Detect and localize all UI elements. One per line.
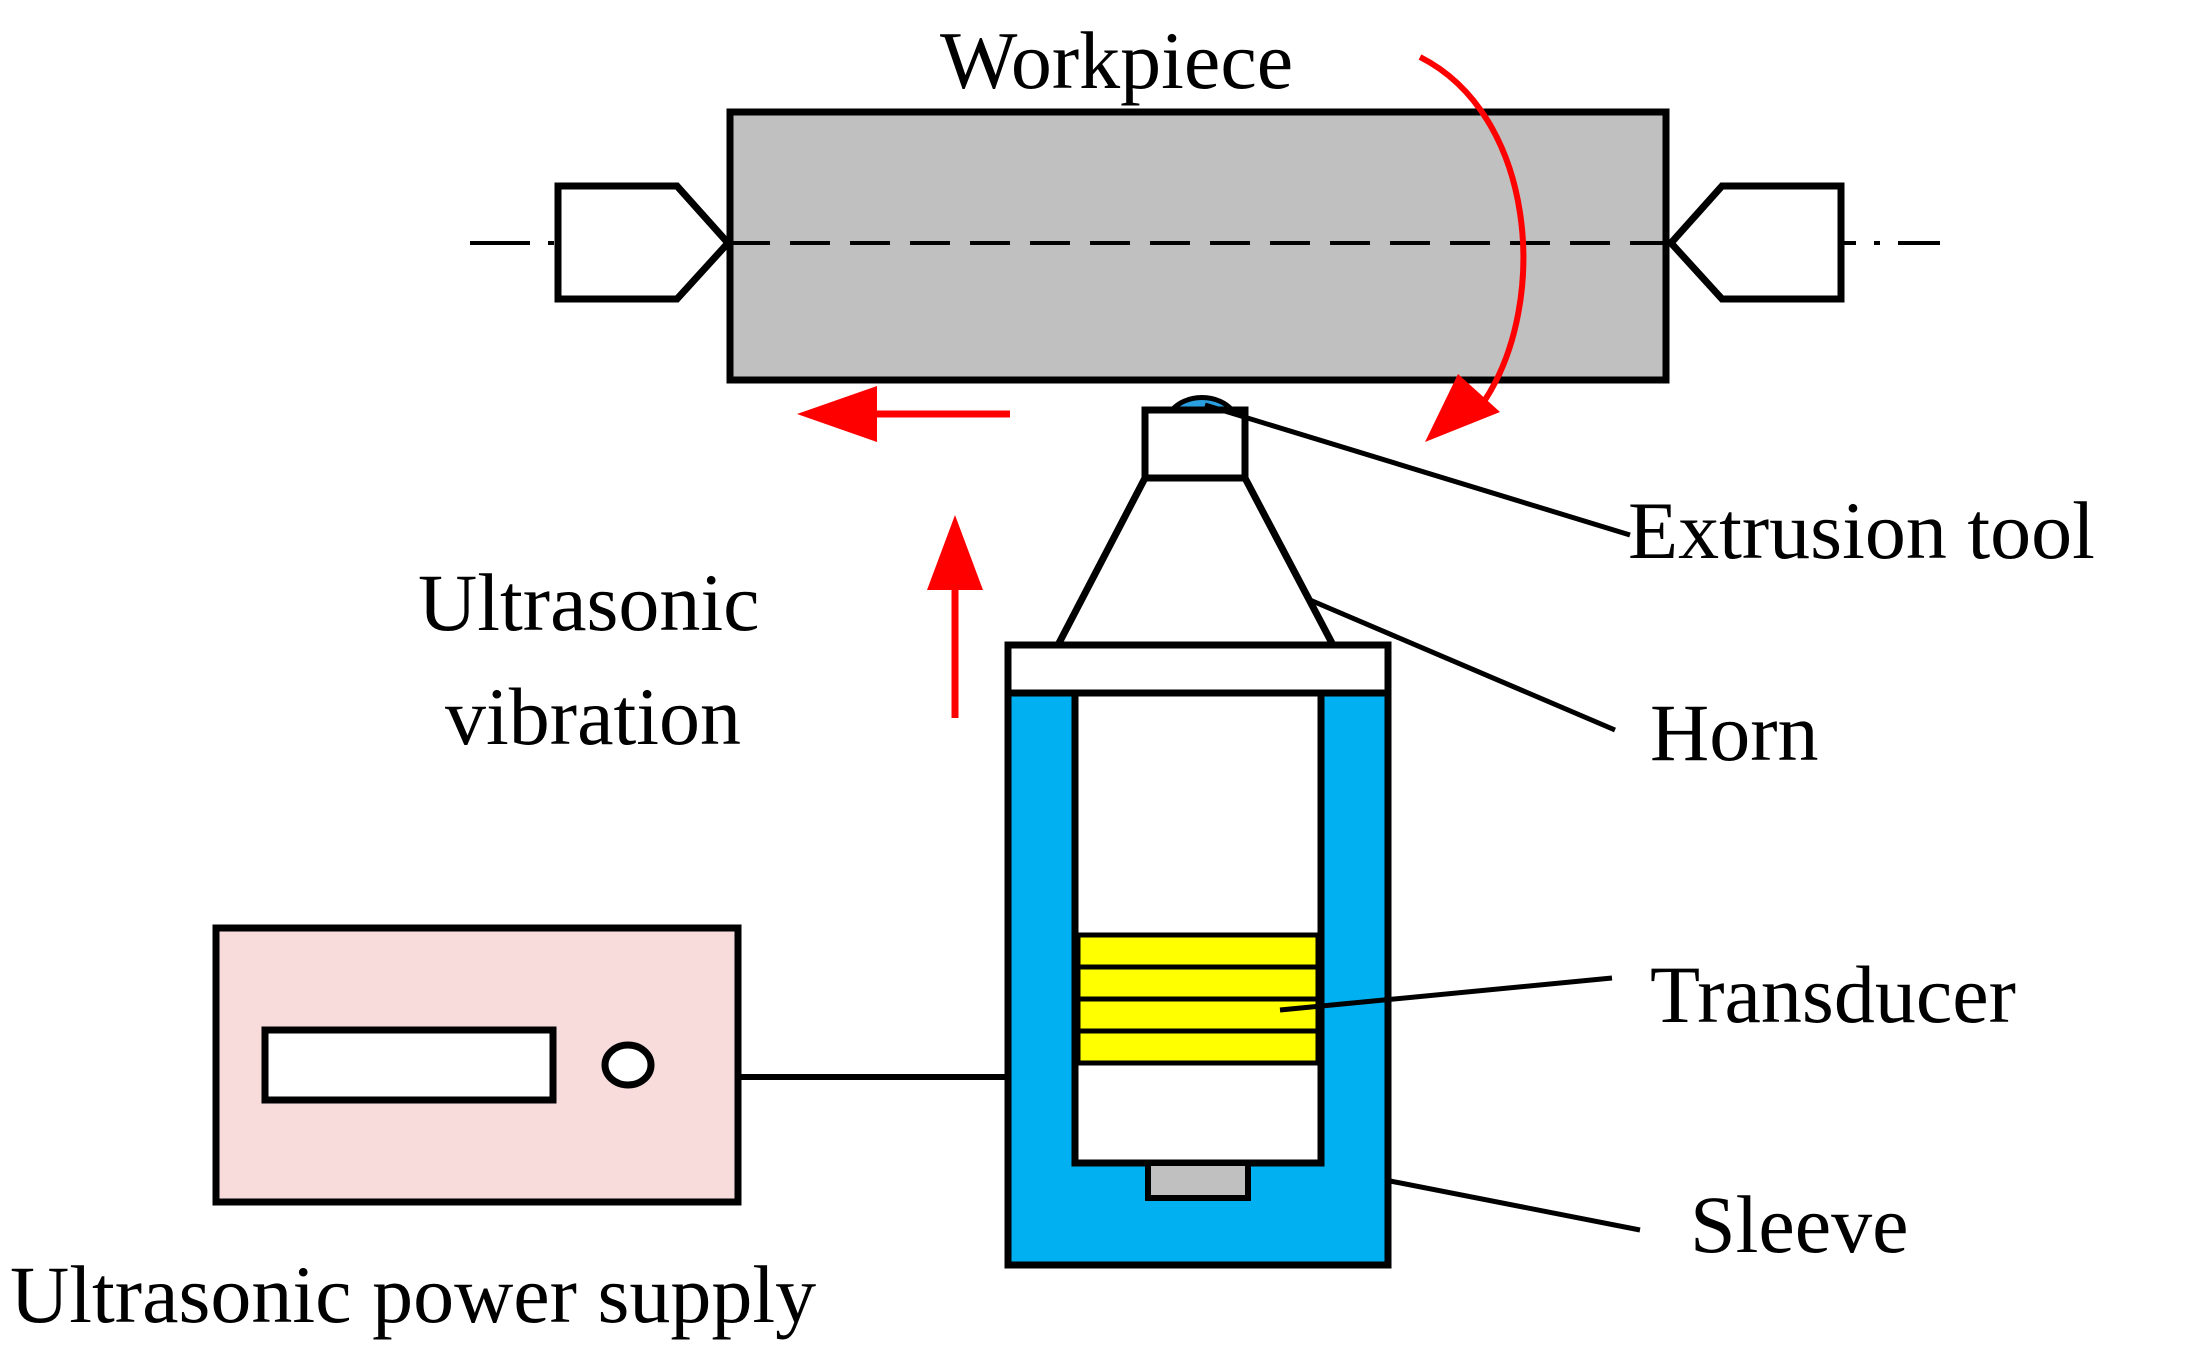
ultrasonic-power-supply-label: Ultrasonic power supply bbox=[10, 1249, 816, 1340]
right-center-point bbox=[1666, 182, 1845, 303]
workpiece bbox=[726, 108, 1670, 384]
power-supply-display bbox=[261, 1026, 557, 1104]
transducer-ring-2 bbox=[1075, 964, 1321, 1002]
horn bbox=[1052, 474, 1339, 649]
tool-holder bbox=[1141, 406, 1249, 482]
transducer-label: Transducer bbox=[1650, 949, 2016, 1040]
rotation-arrow bbox=[1418, 54, 1527, 402]
feed-arrowhead bbox=[797, 386, 877, 442]
ultrasonic-vibration-label-line2: vibration bbox=[445, 671, 741, 762]
transducer-base bbox=[1145, 1160, 1251, 1201]
transducer-ring-4 bbox=[1075, 1028, 1321, 1066]
extrusion-tool-leader bbox=[1204, 402, 1631, 538]
rotation-arrowhead bbox=[1425, 374, 1500, 442]
horn-label: Horn bbox=[1650, 687, 1819, 778]
power-supply-knob bbox=[601, 1041, 655, 1089]
ultrasonic-vibration-label-line1: Ultrasonic bbox=[418, 557, 760, 648]
transducer-housing bbox=[1071, 689, 1325, 1167]
transducer-ring-1 bbox=[1075, 932, 1321, 970]
transducer-leader bbox=[1279, 975, 1613, 1013]
sleeve-leader bbox=[1384, 1177, 1641, 1233]
sleeve-label: Sleeve bbox=[1690, 1179, 1909, 1270]
extrusion-tool-label: Extrusion tool bbox=[1628, 485, 2095, 576]
left-center-point bbox=[554, 182, 733, 303]
workpiece-label: Workpiece bbox=[940, 15, 1293, 106]
sleeve-top-plate bbox=[1004, 641, 1392, 697]
horn-leader bbox=[1309, 597, 1616, 733]
transducer-ring-3 bbox=[1075, 996, 1321, 1034]
vibration-arrowhead bbox=[927, 515, 983, 590]
